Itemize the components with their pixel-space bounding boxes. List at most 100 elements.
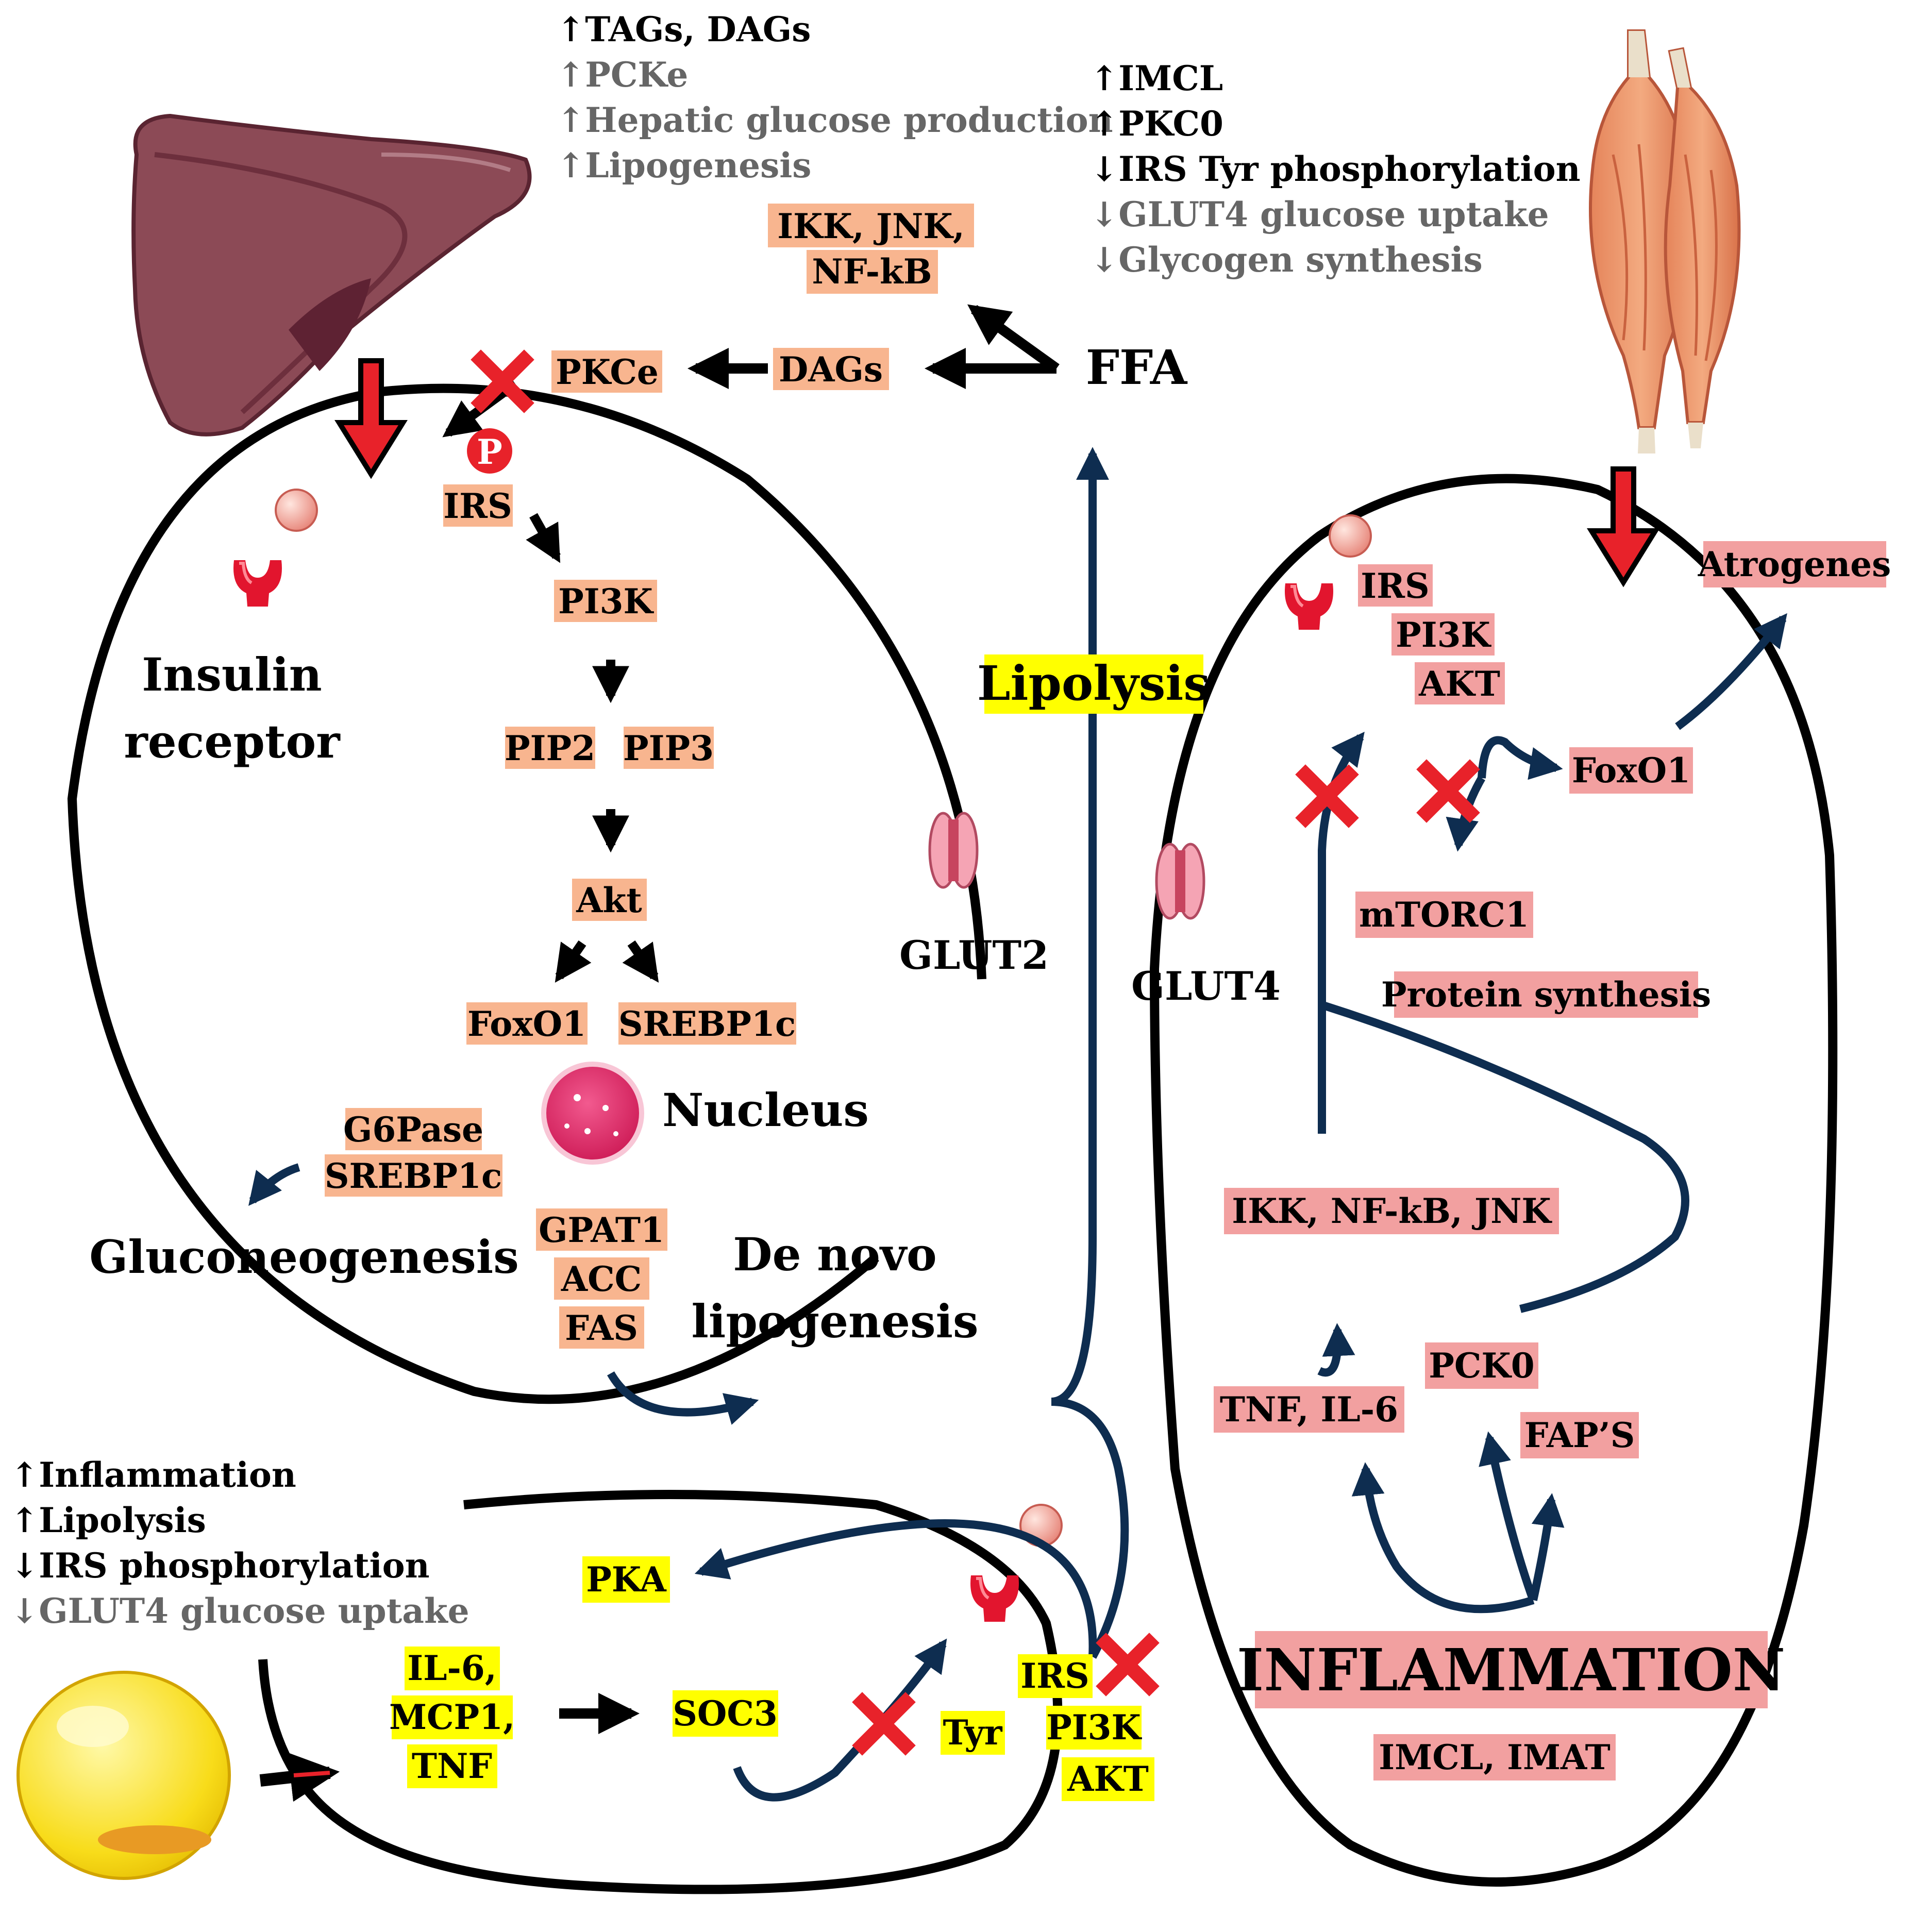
srebp1c-2-label: SREBP1c: [325, 1156, 502, 1196]
liver-effects-list: ↑TAGs, DAGs ↑PCKe ↑Hepatic glucose produ…: [557, 9, 1113, 186]
fas-box: FAS: [559, 1306, 644, 1349]
tnf-il6-box: TNF, IL-6: [1214, 1386, 1404, 1433]
insulin-ball-icon: [275, 489, 318, 532]
glut4-label: GLUT4: [1131, 963, 1281, 1009]
liver-foxo1-box: FoxO1: [466, 1002, 588, 1045]
mtorc1-box: mTORC1: [1355, 892, 1533, 938]
pkce-box: PKCe: [551, 350, 662, 393]
muscle-pi3k-box: PI3K: [1391, 613, 1495, 656]
ffa-label: FFA: [1086, 340, 1188, 395]
g6pase-box: G6Pase: [343, 1108, 483, 1150]
top-pathway-arrows: [442, 304, 1060, 438]
adipose-pi3k-box: PI3K: [1046, 1706, 1143, 1750]
liver-effect-tags-dags: ↑TAGs, DAGs: [557, 9, 811, 49]
adipose-irs-box: IRS: [1018, 1654, 1093, 1698]
ikk-nfkb-jnk-label: IKK, NF-kB, JNK: [1232, 1191, 1552, 1231]
liver-akt-label: Akt: [576, 880, 642, 920]
soc3-label: SOC3: [673, 1693, 778, 1734]
acc-box: ACC: [554, 1257, 649, 1300]
muscle-glucose-transporter-icon: [1156, 844, 1204, 918]
liver-irs-label: IRS: [443, 486, 512, 526]
muscle-effect-imcl: ↑IMCL: [1090, 58, 1223, 98]
lipolysis-label: Lipolysis: [977, 656, 1210, 711]
pip3-label: PIP3: [623, 728, 714, 768]
muscle-foxo1-label: FoxO1: [1572, 750, 1690, 791]
muscle-insulin-receptor-icon: [1285, 583, 1333, 630]
mtorc1-label: mTORC1: [1359, 895, 1529, 935]
akt-to-srebp-arrow: [622, 940, 659, 983]
lipolysis-flow-line: [1051, 447, 1129, 1659]
pck0-box: PCK0: [1425, 1342, 1538, 1389]
protein-synthesis-label: Protein synthesis: [1381, 975, 1711, 1015]
liver-effect-lipogenesis: ↑Lipogenesis: [557, 145, 811, 186]
muscle-effect-pkc0: ↑PKC0: [1090, 104, 1223, 144]
adipose-effect-glut4: ↓GLUT4 glucose uptake: [10, 1591, 469, 1631]
acc-label: ACC: [561, 1259, 642, 1299]
fat-cell-icon: [16, 1671, 231, 1880]
pip3-box: PIP3: [623, 727, 714, 769]
atrogenes-label: Atrogenes: [1698, 544, 1891, 584]
liver-cell-outline: [67, 383, 986, 1404]
glut2-label: GLUT2: [899, 932, 1049, 978]
soc3-box: SOC3: [673, 1690, 778, 1737]
glucose-transporter-icon: [930, 813, 977, 887]
liver-srebp1c-label: SREBP1c: [618, 1004, 796, 1044]
adipose-cell-outline: [258, 1490, 1063, 1894]
liver-akt-box: Akt: [572, 879, 647, 921]
tyr-box: Tyr: [941, 1711, 1005, 1755]
fas-label: FAS: [565, 1308, 638, 1348]
insulin-receptor-label-1: Insulin: [142, 648, 322, 701]
muscle-cell-outline: [1149, 474, 1838, 1887]
adipose-x-block-icon-2: [1106, 1643, 1149, 1686]
adipose-irs-label: IRS: [1020, 1656, 1089, 1696]
to-pka-arrow: [694, 1519, 1097, 1657]
pip2-box: PIP2: [505, 727, 595, 769]
gluconeogenesis-label: Gluconeogenesis: [89, 1230, 519, 1284]
de-novo-label-2: lipogenesis: [691, 1295, 978, 1348]
liver-organ-icon: [131, 113, 532, 436]
soc3-to-receptor-arrow: [733, 1638, 947, 1802]
atrogenes-box: Atrogenes: [1698, 541, 1891, 587]
muscle-irs-label: IRS: [1361, 566, 1429, 606]
ikk-jnk-label: IKK, JNK,: [777, 206, 964, 246]
muscle-x-block-icon-2: [1427, 769, 1470, 813]
to-lipogenesis-arrow: [607, 1371, 759, 1425]
adipose-effect-irs: ↓IRS phosphorylation: [10, 1545, 430, 1586]
muscle-akt-box: AKT: [1415, 662, 1505, 704]
ikk-jnk-nfkb-box: IKK, JNK, NF-kB: [768, 204, 974, 294]
liver-insulin-down-arrow: [339, 361, 403, 474]
srebp1c-2-box: SREBP1c: [325, 1154, 502, 1197]
muscle-effect-glut4: ↓GLUT4 glucose uptake: [1090, 194, 1549, 234]
adipose-x-block-icon-1: [862, 1702, 905, 1745]
adipose-akt-box: AKT: [1062, 1757, 1154, 1801]
liver-srebp1c-box: SREBP1c: [618, 1002, 796, 1045]
muscle-effect-irs-tyr: ↓IRS Tyr phosphorylation: [1090, 149, 1581, 189]
fat-release-arrow: [259, 1752, 340, 1802]
dags-box: DAGs: [773, 348, 889, 390]
insulin-receptor-icon: [233, 560, 282, 607]
il6-label: IL-6,: [407, 1648, 497, 1688]
adipose-insulin-receptor-icon: [970, 1575, 1019, 1622]
adipose-effect-inflammation: ↑Inflammation: [10, 1455, 296, 1495]
cytokines-box: IL-6, MCP1, TNF: [389, 1647, 515, 1788]
liver-pi3k-box: PI3K: [554, 580, 657, 622]
pck0-label: PCK0: [1429, 1346, 1534, 1386]
irs-to-pi3k-arrow: [526, 513, 561, 563]
muscle-signal-arrows: [1317, 613, 1787, 1614]
nfkb-label: NF-kB: [812, 251, 932, 292]
muscle-effects-list: ↑IMCL ↑PKC0 ↓IRS Tyr phosphorylation ↓GL…: [1090, 58, 1581, 280]
pka-label: PKA: [586, 1559, 666, 1600]
muscle-insulin-down-arrow: [1591, 469, 1655, 582]
muscle-effect-glycogen: ↓Glycogen synthesis: [1090, 240, 1483, 280]
tnf-label: TNF: [412, 1746, 492, 1786]
nucleus-label: Nucleus: [662, 1083, 869, 1137]
ikk-nfkb-jnk-box: IKK, NF-kB, JNK: [1224, 1188, 1559, 1234]
tyr-label: Tyr: [943, 1712, 1003, 1753]
nucleus-icon: [541, 1062, 644, 1165]
to-gluconeogenesis-arrow: [248, 1163, 300, 1206]
phospho-label: P: [477, 432, 502, 472]
imcl-imat-box: IMCL, IMAT: [1373, 1734, 1616, 1780]
tnf-il6-label: TNF, IL-6: [1220, 1389, 1398, 1430]
adipose-pi3k-label: PI3K: [1046, 1707, 1142, 1748]
